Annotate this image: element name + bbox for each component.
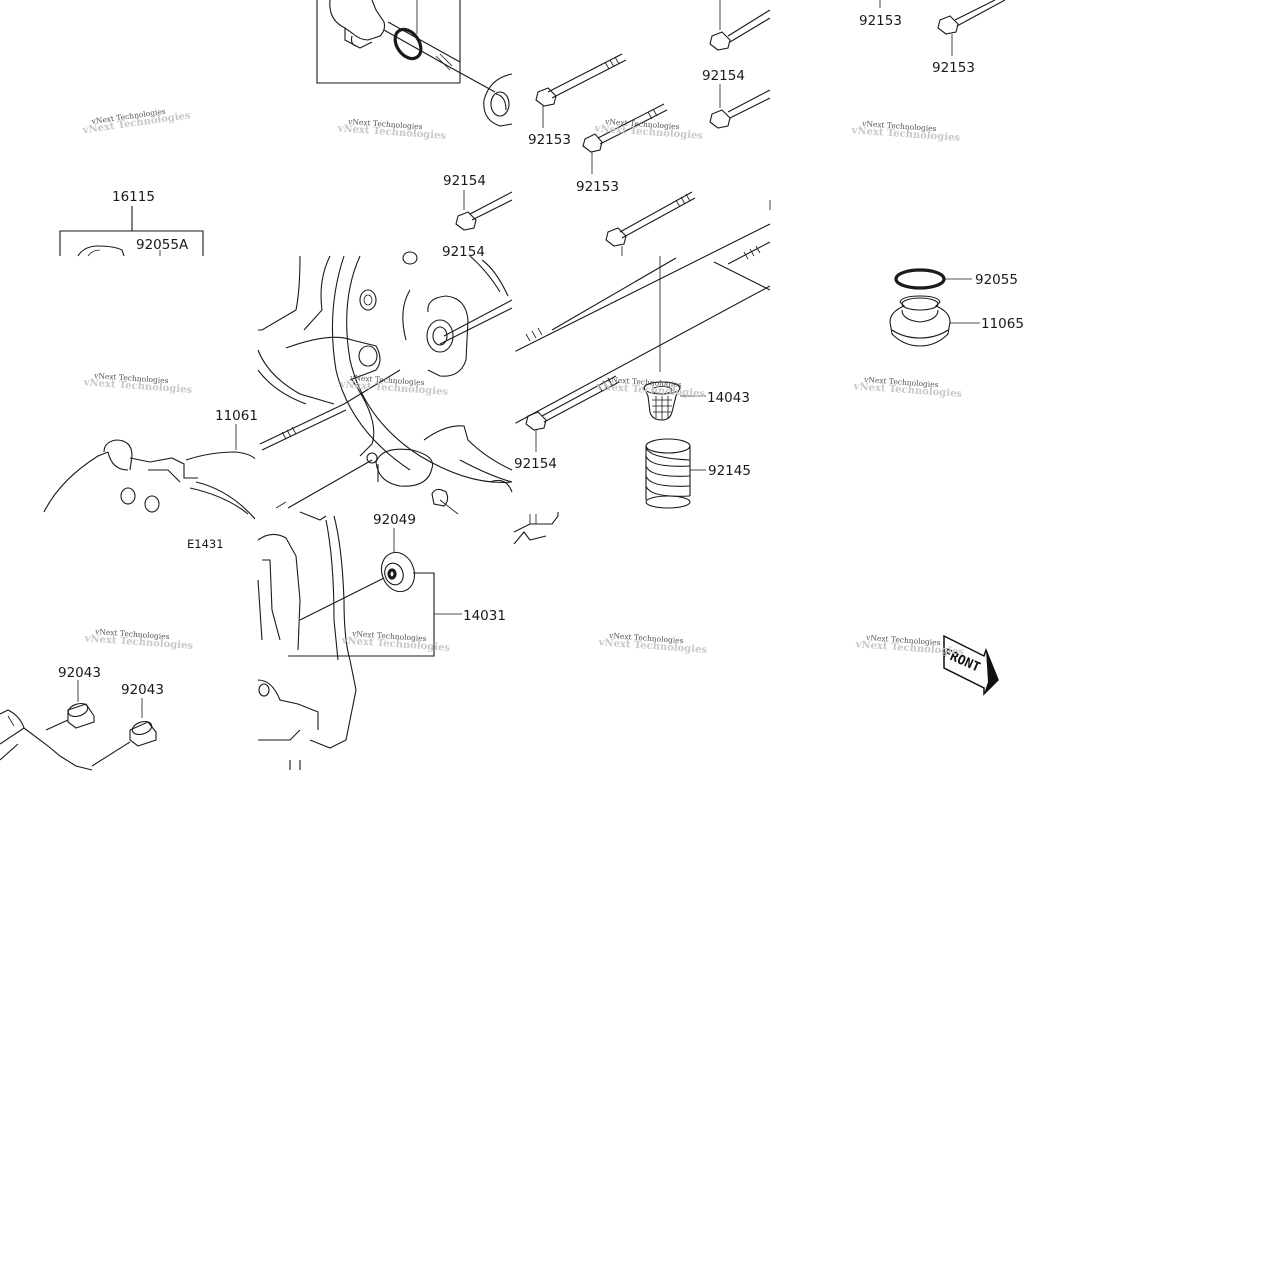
dowel-92043 [0, 680, 157, 771]
label-92043-a: 92043 [58, 665, 101, 681]
label-92154-a: 92154 [702, 68, 745, 84]
label-92154-d: 92154 [514, 456, 557, 472]
strainer-section [512, 200, 771, 545]
crop-edges [255, 0, 516, 770]
dipstick-assembly [316, 0, 513, 127]
label-92145: 92145 [708, 463, 751, 479]
oil-filler-cap [889, 268, 980, 347]
label-92153-a: 92153 [528, 132, 571, 148]
label-92049: 92049 [373, 512, 416, 528]
crankcase-center [257, 251, 513, 515]
housing-11061 [43, 424, 257, 521]
label-92055: 92055 [975, 272, 1018, 288]
label-92154-b: 92154 [443, 173, 486, 189]
crankcase-lower [257, 511, 462, 770]
bolt-group-top [455, 0, 1006, 256]
label-11061: 11061 [215, 408, 258, 424]
label-92043-b: 92043 [121, 682, 164, 698]
label-11065: 11065 [981, 316, 1024, 332]
part-labels: 92153 92153 92153 92153 92154 92154 9215… [58, 13, 1024, 698]
front-arrow-icon: FRONT [940, 634, 999, 696]
label-92153-b: 92153 [576, 179, 619, 195]
label-16115: 16115 [112, 189, 155, 205]
filter-16115 [59, 206, 204, 257]
label-e1431: E1431 [187, 537, 224, 551]
label-92153-d: 92153 [932, 60, 975, 76]
label-92153-c: 92153 [859, 13, 902, 29]
label-14031: 14031 [463, 608, 506, 624]
label-92154-c: 92154 [442, 244, 485, 260]
label-92055A: 92055A [136, 237, 189, 253]
label-14043: 14043 [707, 390, 750, 406]
